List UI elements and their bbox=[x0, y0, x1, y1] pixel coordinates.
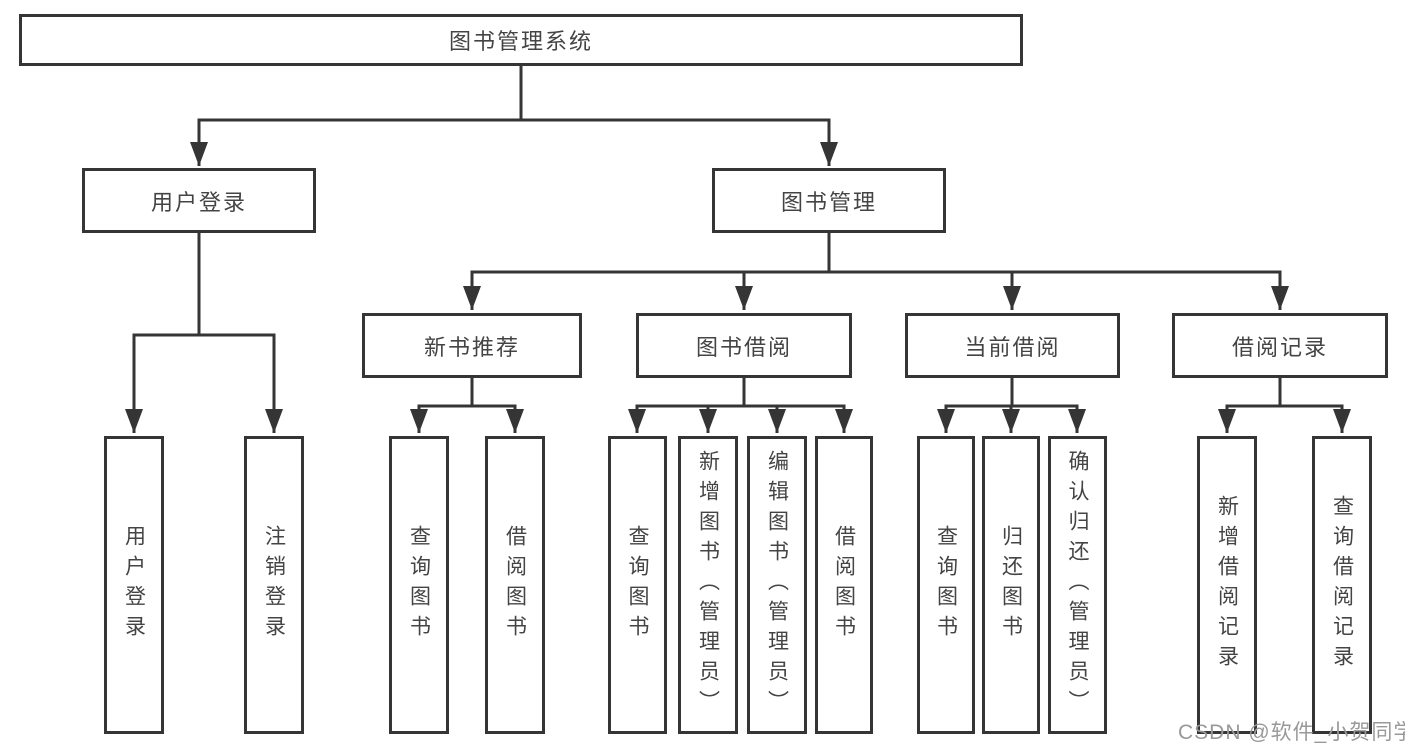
node-book-borrowing: 图书借阅 bbox=[636, 313, 852, 378]
leaf-logout: 注销登录 bbox=[244, 436, 304, 734]
leaf-return-books: 归还图书 bbox=[982, 436, 1040, 734]
leaf-query-books-borrowing: 查询图书 bbox=[608, 436, 667, 734]
connector-trunks bbox=[132, 66, 1344, 408]
node-user-login: 用户登录 bbox=[82, 168, 316, 233]
leaf-add-book-admin: 新增图书（管理员） bbox=[678, 436, 738, 734]
leaf-user-login: 用户登录 bbox=[104, 436, 164, 734]
leaf-add-borrow-record: 新增借阅记录 bbox=[1197, 436, 1257, 734]
leaf-confirm-return-admin: 确认归还（管理员） bbox=[1048, 436, 1107, 734]
leaf-query-books-current: 查询图书 bbox=[917, 436, 975, 734]
leaf-borrow-books-borrowing: 借阅图书 bbox=[815, 436, 873, 734]
leaf-edit-book-admin: 编辑图书（管理员） bbox=[747, 436, 807, 734]
node-book-management: 图书管理 bbox=[712, 168, 946, 233]
leaf-query-books-recommend: 查询图书 bbox=[389, 436, 449, 734]
node-root: 图书管理系统 bbox=[19, 14, 1023, 66]
leaf-borrow-books-recommend: 借阅图书 bbox=[485, 436, 545, 734]
node-borrowing-records: 借阅记录 bbox=[1172, 313, 1388, 378]
node-new-book-recommendation: 新书推荐 bbox=[362, 313, 582, 378]
watermark: CSDN @软件_小贺同学 bbox=[1178, 721, 1405, 744]
leaf-query-borrow-record: 查询借阅记录 bbox=[1312, 436, 1372, 734]
node-current-borrowing: 当前借阅 bbox=[905, 313, 1120, 378]
